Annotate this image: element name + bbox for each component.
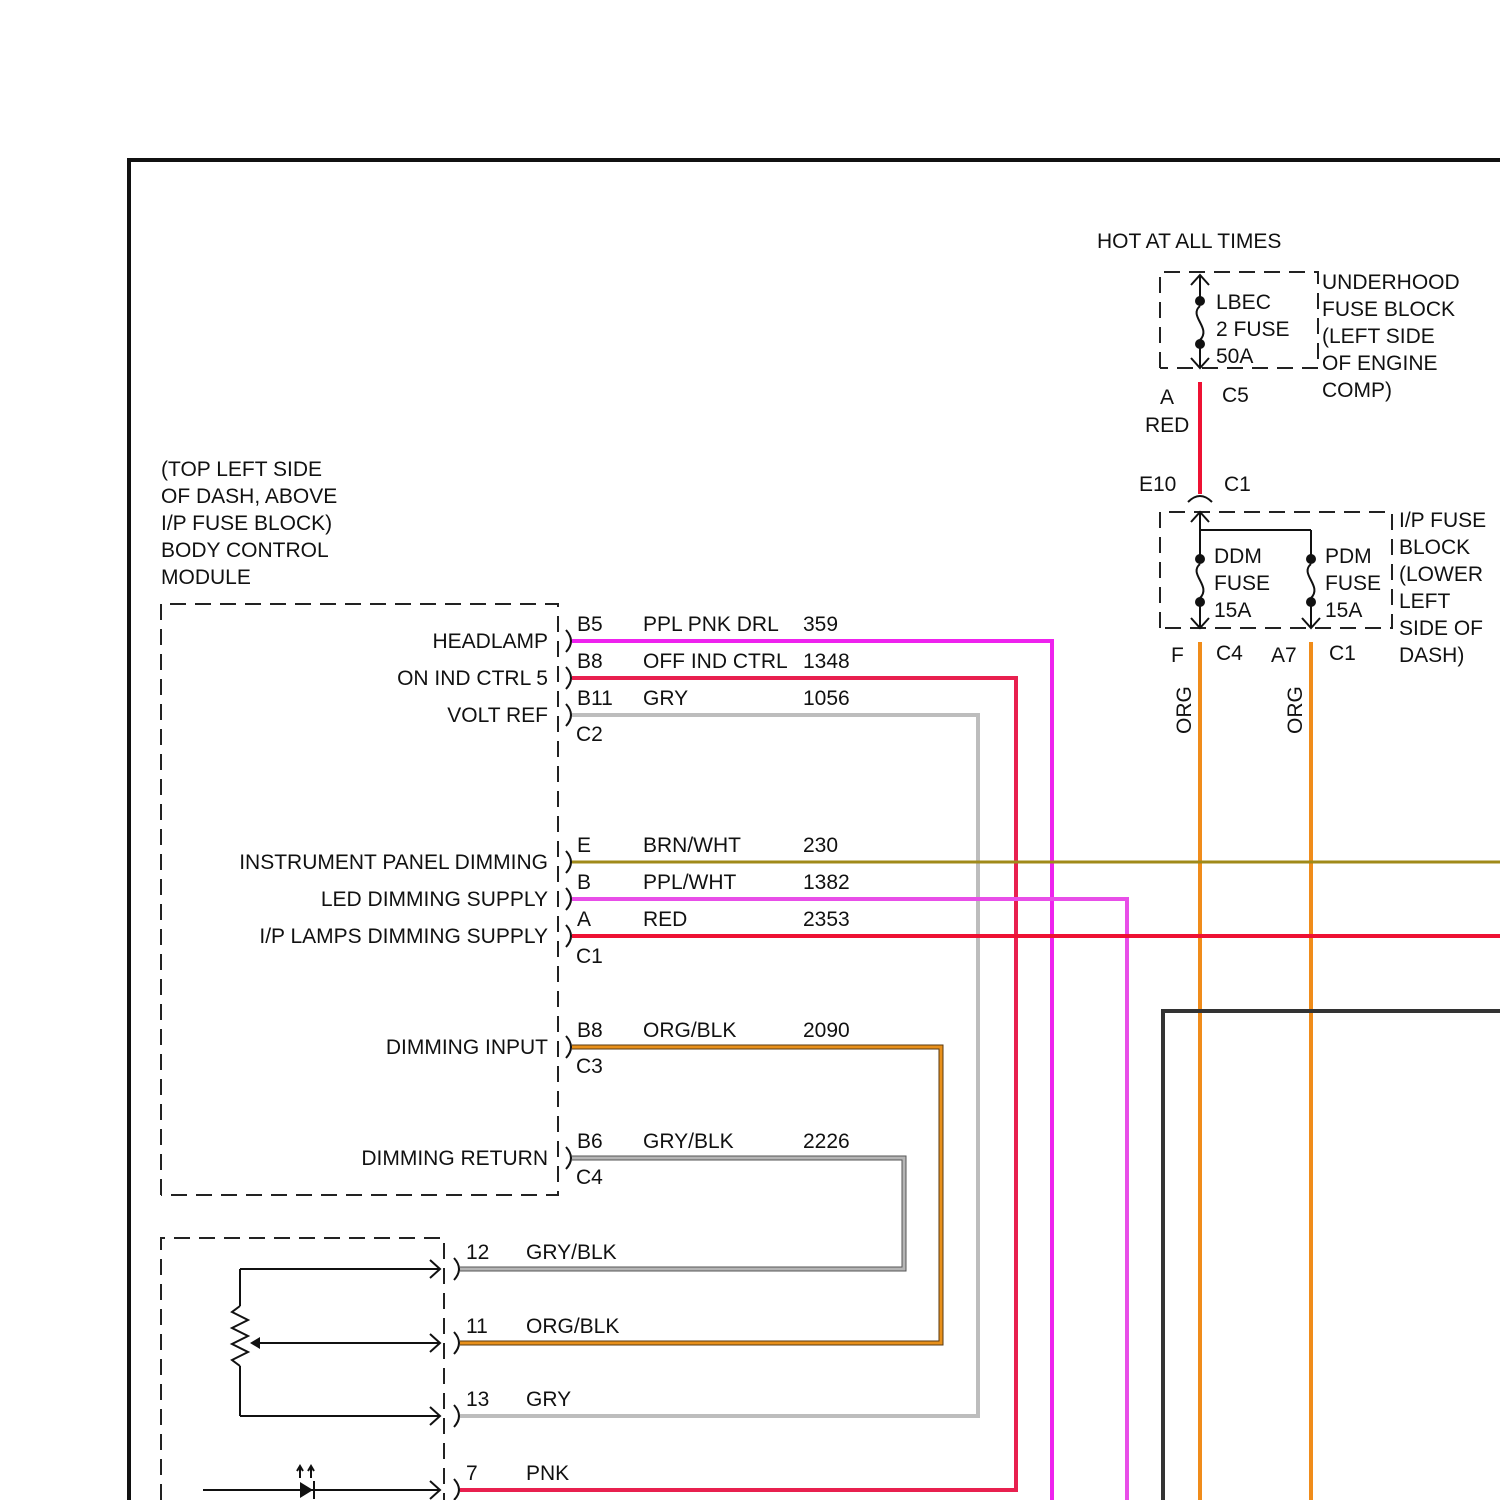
bcm-connector-c3: C3 (576, 1055, 603, 1078)
wire-1382-ppl-wht[interactable] (572, 899, 1127, 1500)
wire-1056-gry[interactable] (460, 715, 978, 1416)
underhood-pin-a: A (1160, 386, 1174, 409)
bcm-func-ip-lamps-dimming: I/P LAMPS DIMMING SUPPLY (259, 925, 548, 948)
bcm-func-dimming-input: DIMMING INPUT (386, 1036, 548, 1059)
bcm-func-dimming-return: DIMMING RETURN (361, 1147, 548, 1170)
c3-wire-2090: ORG/BLK (643, 1019, 736, 1042)
pdm-pin-a7: A7 (1271, 644, 1297, 667)
switch-pin-13: 13 (466, 1388, 489, 1411)
pdm-wire-org-label: ORG (1284, 686, 1307, 734)
ip-fuse-pin-e10: E10 (1139, 473, 1176, 496)
c1-circuit-2353: 2353 (803, 908, 850, 931)
c4-wire-2226: GRY/BLK (643, 1130, 734, 1153)
bcm-connector-c2: C2 (576, 723, 603, 746)
ip-fuse-block-line-2: BLOCK (1399, 536, 1470, 559)
dimmer-switch-box (161, 1238, 444, 1500)
switch-wire-gry-blk: GRY/BLK (526, 1241, 617, 1264)
wire-1348-pnk[interactable] (460, 678, 1016, 1490)
c2-circuit-359: 359 (803, 613, 838, 636)
bcm-func-on-ind-ctrl: ON IND CTRL 5 (397, 667, 548, 690)
bcm-connector-symbols (566, 630, 571, 1169)
lbec-fuse-line-3: 50A (1216, 345, 1253, 368)
c1-circuit-230: 230 (803, 834, 838, 857)
pdm-fuse-line-1: PDM (1325, 545, 1372, 568)
c1-pin-b: B (577, 871, 591, 894)
underhood-block-line-2: FUSE BLOCK (1322, 298, 1455, 321)
c2-pin-b11: B11 (577, 687, 613, 710)
ddm-fuse-line-3: 15A (1214, 599, 1251, 622)
dimmer-switch-internals (203, 1260, 440, 1499)
ddm-fuse-line-2: FUSE (1214, 572, 1270, 595)
c3-pin-b8: B8 (577, 1019, 603, 1042)
ip-fuse-block-line-3: (LOWER (1399, 563, 1483, 586)
pdm-fuse-line-3: 15A (1325, 599, 1362, 622)
switch-wire-gry: GRY (526, 1388, 571, 1411)
ip-fuse-block-line-6: DASH) (1399, 644, 1464, 667)
c2-wire-1348: OFF IND CTRL (643, 650, 788, 673)
underhood-wire-color: RED (1145, 414, 1189, 437)
switch-pin-11: 11 (466, 1315, 488, 1338)
bcm-connector-c4: C4 (576, 1166, 603, 1189)
bcm-connector-c1: C1 (576, 945, 603, 968)
lbec-fuse-symbol (1191, 275, 1209, 368)
lbec-fuse-line-1: LBEC (1216, 291, 1271, 314)
underhood-block-line-5: COMP) (1322, 379, 1392, 402)
e10-connector-symbol (1188, 496, 1212, 502)
ddm-fuse-line-1: DDM (1214, 545, 1262, 568)
ip-fuse-block-line-5: SIDE OF (1399, 617, 1483, 640)
underhood-block-line-3: (LEFT SIDE (1322, 325, 1435, 348)
underhood-connector-c5: C5 (1222, 384, 1249, 407)
switch-pin-7: 7 (466, 1462, 478, 1485)
bcm-title-line-3: I/P FUSE BLOCK) (161, 512, 332, 535)
c1-wire-2353: RED (643, 908, 687, 931)
ddm-connector-c4: C4 (1216, 642, 1243, 665)
bcm-func-ip-dimming: INSTRUMENT PANEL DIMMING (239, 851, 548, 874)
c1-circuit-1382: 1382 (803, 871, 850, 894)
c1-pin-e: E (577, 834, 591, 857)
c1-wire-1382: PPL/WHT (643, 871, 737, 894)
pdm-connector-c1: C1 (1329, 642, 1356, 665)
ip-fuse-connector-c1-top: C1 (1224, 473, 1251, 496)
switch-connector-symbols (454, 1258, 459, 1500)
ddm-pin-f: F (1171, 644, 1184, 667)
c2-pin-b8: B8 (577, 650, 603, 673)
c3-circuit-2090: 2090 (803, 1019, 850, 1042)
c4-circuit-2226: 2226 (803, 1130, 850, 1153)
pdm-fuse-line-2: FUSE (1325, 572, 1381, 595)
bcm-title-line-2: OF DASH, ABOVE (161, 485, 337, 508)
c2-circuit-1348: 1348 (803, 650, 850, 673)
ip-fuse-block-line-4: LEFT (1399, 590, 1451, 613)
diagram-frame (129, 160, 1500, 1500)
c4-pin-b6: B6 (577, 1130, 603, 1153)
bcm-func-headlamp: HEADLAMP (432, 630, 548, 653)
bcm-func-led-dimming: LED DIMMING SUPPLY (321, 888, 548, 911)
hot-at-all-times-label: HOT AT ALL TIMES (1097, 230, 1281, 253)
underhood-block-line-4: OF ENGINE (1322, 352, 1438, 375)
c2-wire-1056: GRY (643, 687, 688, 710)
bcm-title-line-1: (TOP LEFT SIDE (161, 458, 322, 481)
lbec-fuse-line-2: 2 FUSE (1216, 318, 1290, 341)
bcm-title-line-5: MODULE (161, 566, 251, 589)
wire-ground-blk[interactable] (1163, 1011, 1500, 1500)
c2-wire-359: PPL PNK DRL (643, 613, 779, 636)
ip-fuse-block-line-1: I/P FUSE (1399, 509, 1486, 532)
c1-pin-a: A (577, 908, 591, 931)
pdm-fuse-symbol (1302, 554, 1320, 628)
underhood-block-line-1: UNDERHOOD (1322, 271, 1460, 294)
bcm-func-volt-ref: VOLT REF (447, 704, 548, 727)
switch-wire-org-blk: ORG/BLK (526, 1315, 619, 1338)
bcm-title-line-4: BODY CONTROL (161, 539, 329, 562)
ddm-wire-org-label: ORG (1173, 686, 1196, 734)
switch-wire-pnk: PNK (526, 1462, 569, 1485)
c2-circuit-1056: 1056 (803, 687, 850, 710)
switch-pin-12: 12 (466, 1241, 489, 1264)
c1-wire-230: BRN/WHT (643, 834, 741, 857)
c2-pin-b5: B5 (577, 613, 603, 636)
